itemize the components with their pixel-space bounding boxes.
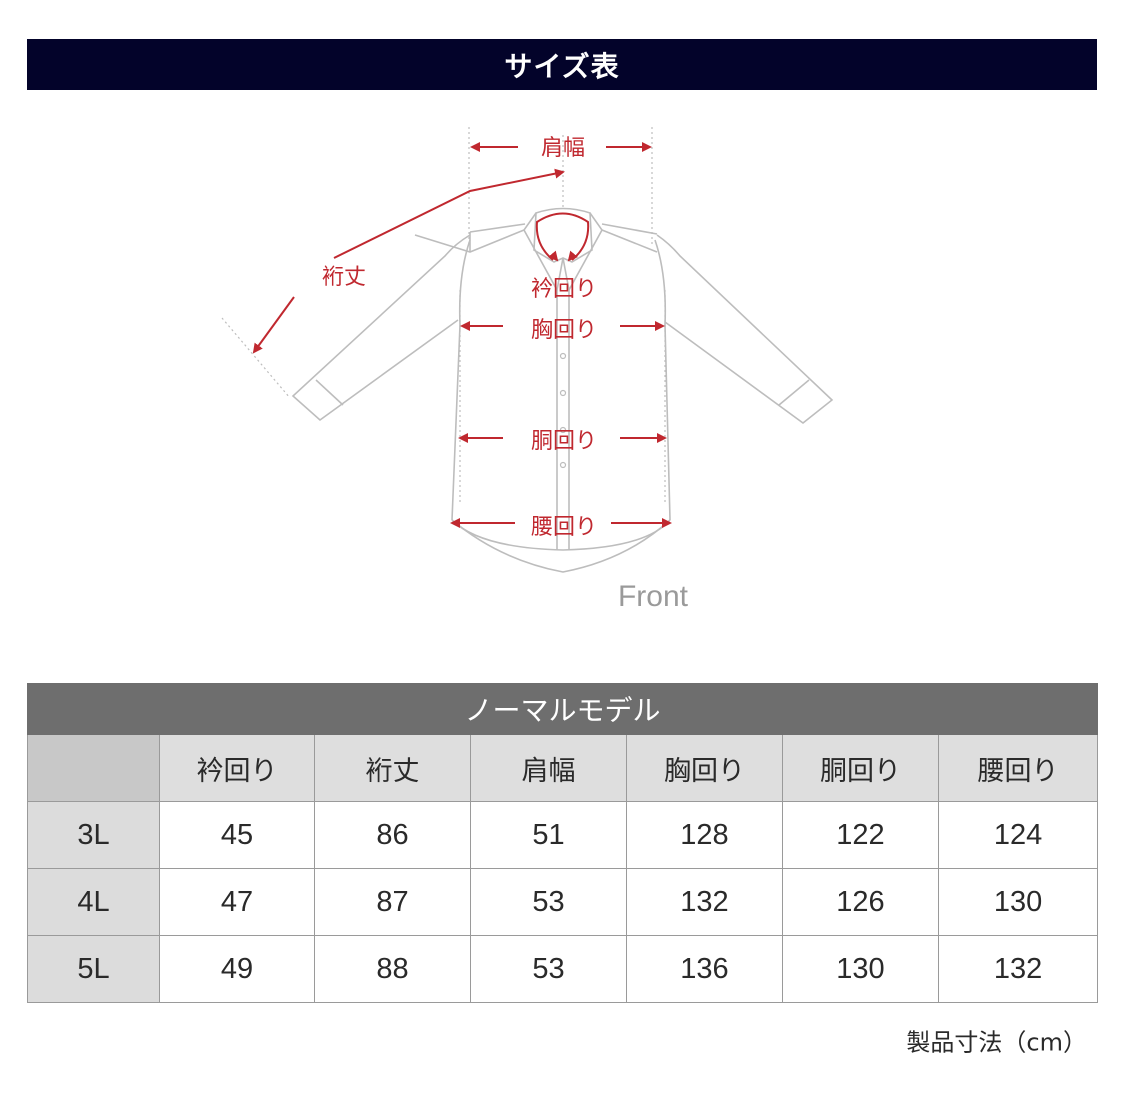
label-sleeve-length: 裄丈 xyxy=(321,265,367,290)
cell-shoulder-width: 51 xyxy=(470,801,627,869)
cell-hip: 130 xyxy=(937,868,1099,936)
header-hip: 腰回り xyxy=(937,734,1099,802)
header-waist: 胴回り xyxy=(782,734,939,802)
table-row: 4L 47 87 53 132 126 130 xyxy=(27,868,1099,936)
cell-sleeve-length: 87 xyxy=(314,868,471,936)
header-shoulder-width: 肩幅 xyxy=(470,734,627,802)
table-header-row: 衿回り 裄丈 肩幅 胸回り 胴回り 腰回り xyxy=(27,734,1099,802)
cell-hip: 132 xyxy=(937,935,1099,1003)
header-corner-cell xyxy=(27,734,160,802)
header-chest: 胸回り xyxy=(626,734,783,802)
size-table: ノーマルモデル 衿回り 裄丈 肩幅 胸回り 胴回り 腰回り 3L 45 86 5… xyxy=(26,683,1099,1003)
cell-hip: 124 xyxy=(937,801,1099,869)
shirt-outline-icon xyxy=(221,127,834,573)
front-view-label: Front xyxy=(617,580,689,613)
cell-chest: 132 xyxy=(626,868,783,936)
table-row: 5L 49 88 53 136 130 132 xyxy=(27,935,1099,1003)
cell-shoulder-width: 53 xyxy=(470,935,627,1003)
label-hip: 腰回り xyxy=(530,515,598,540)
unit-note: 製品寸法（cm） xyxy=(906,1028,1087,1057)
table-row: 3L 45 86 51 128 122 124 xyxy=(27,801,1099,869)
cell-neck: 49 xyxy=(159,935,315,1003)
cell-waist: 130 xyxy=(782,935,939,1003)
label-shoulder-width: 肩幅 xyxy=(540,136,586,161)
label-chest: 胸回り xyxy=(530,318,598,343)
size-label: 4L xyxy=(27,868,160,936)
label-neck: 衿回り xyxy=(530,277,598,302)
cell-neck: 47 xyxy=(159,868,315,936)
cell-waist: 122 xyxy=(782,801,939,869)
cell-sleeve-length: 88 xyxy=(314,935,471,1003)
cell-chest: 136 xyxy=(626,935,783,1003)
page-title: サイズ表 xyxy=(504,49,620,83)
cell-shoulder-width: 53 xyxy=(470,868,627,936)
table-caption: ノーマルモデル xyxy=(26,683,1099,735)
label-waist: 胴回り xyxy=(530,429,598,454)
header-neck: 衿回り xyxy=(159,734,315,802)
cell-neck: 45 xyxy=(159,801,315,869)
cell-chest: 128 xyxy=(626,801,783,869)
shirt-measurement-diagram: 肩幅 裄丈 衿回り 胸回り 胴回り 腰回り Front xyxy=(0,100,1124,640)
cell-sleeve-length: 86 xyxy=(314,801,471,869)
header-sleeve-length: 裄丈 xyxy=(314,734,471,802)
size-label: 3L xyxy=(27,801,160,869)
size-chart-title-bar: サイズ表 xyxy=(27,39,1097,90)
table-caption-row: ノーマルモデル xyxy=(26,683,1099,735)
size-label: 5L xyxy=(27,935,160,1003)
cell-waist: 126 xyxy=(782,868,939,936)
